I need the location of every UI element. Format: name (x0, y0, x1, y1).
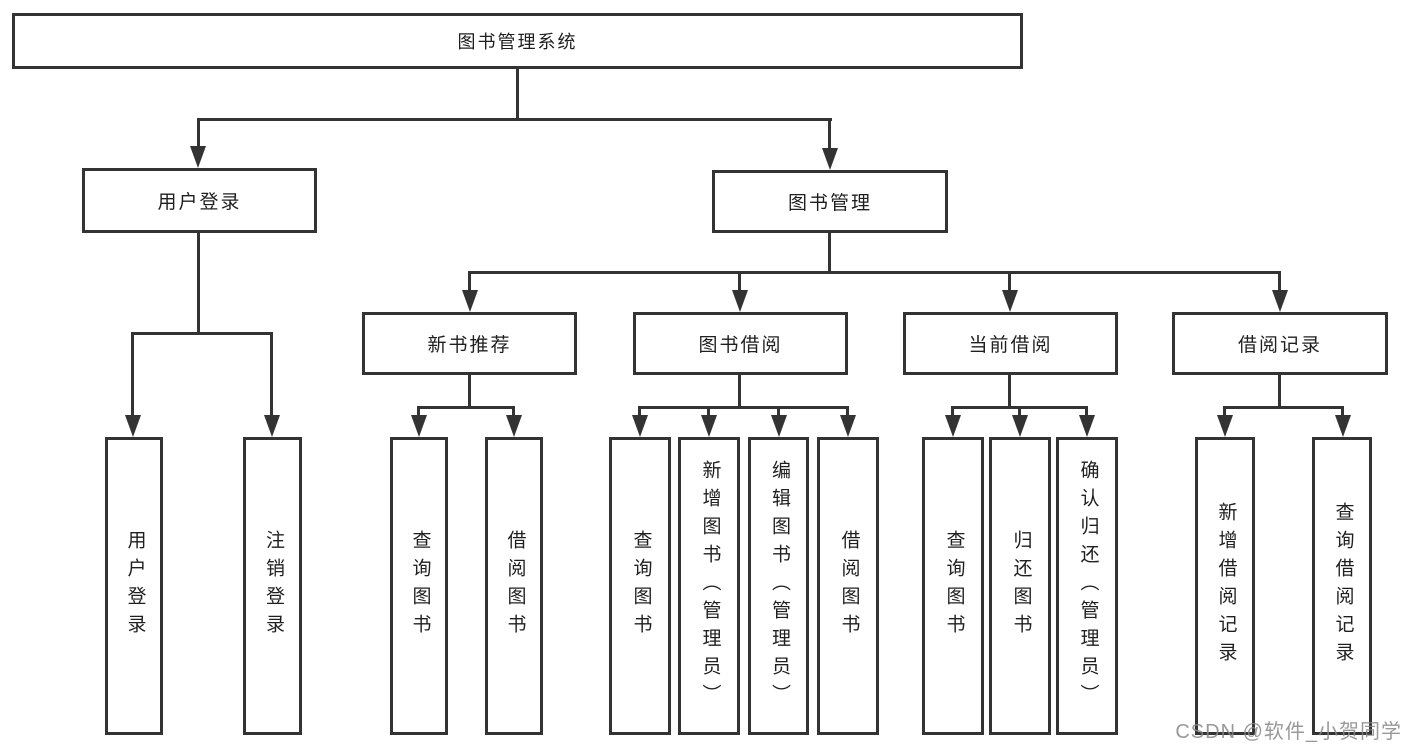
leaf-label: 用户登录 (124, 530, 146, 642)
arrow-down-icon (1217, 415, 1233, 437)
connector-stub (1008, 271, 1011, 295)
connector-stub (638, 406, 641, 420)
leaf-label: 归还图书 (1010, 530, 1032, 642)
leaf-label: 编辑图书（管理员） (768, 460, 790, 712)
leaf-user-login: 用户登录 (105, 437, 163, 735)
node-new-book-recommend: 新书推荐 (362, 312, 577, 375)
node-user-login: 用户登录 (82, 168, 317, 233)
connector-down (1278, 375, 1281, 408)
leaf-borrow-books-borrowing: 借阅图书 (817, 437, 879, 735)
connector-stub (417, 406, 420, 420)
node-library-system: 图书管理系统 (12, 13, 1023, 69)
leaf-label: 新增图书（管理员） (699, 460, 721, 712)
arrow-down-icon (411, 415, 427, 437)
arrow-down-icon (190, 146, 206, 168)
leaf-label: 借阅图书 (838, 530, 860, 642)
arrow-down-icon (1335, 415, 1351, 437)
leaf-label: 新增借阅记录 (1215, 502, 1237, 670)
connector-stub (197, 118, 200, 150)
leaf-label: 确认归还（管理员） (1077, 460, 1099, 712)
connector-down (738, 375, 741, 408)
connector-bookmgmt-down (828, 233, 831, 273)
leaf-edit-books-admin: 编辑图书（管理员） (748, 437, 809, 735)
connector-stub (738, 271, 741, 295)
connector-stub (846, 406, 849, 420)
leaf-confirm-return-admin: 确认归还（管理员） (1056, 437, 1118, 735)
leaf-label: 借阅图书 (504, 530, 526, 642)
arrow-down-icon (264, 415, 280, 437)
leaf-label: 查询借阅记录 (1332, 502, 1354, 670)
leaf-label: 查询图书 (630, 530, 652, 642)
arrow-down-icon (822, 148, 838, 170)
arrow-down-icon (506, 415, 522, 437)
node-book-borrowing: 图书借阅 (633, 312, 848, 375)
connector-userlogin-rail (131, 332, 273, 335)
connector-stub (951, 406, 954, 420)
connector-stub (1018, 406, 1021, 420)
connector-stub (707, 406, 710, 420)
connector-level2-rail (197, 118, 832, 121)
connector-stub (828, 118, 831, 152)
connector-rail (1223, 406, 1344, 409)
connector-down (468, 375, 471, 408)
arrow-down-icon (840, 415, 856, 437)
connector-stub (512, 406, 515, 420)
arrow-down-icon (462, 290, 478, 312)
leaf-label: 查询图书 (943, 530, 965, 642)
connector-stub (777, 406, 780, 420)
leaf-label: 查询图书 (409, 530, 431, 642)
connector-stub (1278, 271, 1281, 295)
arrow-down-icon (1002, 290, 1018, 312)
arrow-down-icon (632, 415, 648, 437)
arrow-down-icon (732, 290, 748, 312)
connector-rail (417, 406, 515, 409)
connector-stub (270, 332, 273, 420)
connector-userlogin-down (197, 232, 200, 334)
connector-stub (131, 332, 134, 420)
node-book-management: 图书管理 (712, 170, 948, 233)
leaf-logout: 注销登录 (243, 437, 302, 735)
arrow-down-icon (1272, 290, 1288, 312)
leaf-query-borrow-record: 查询借阅记录 (1312, 437, 1372, 735)
node-current-borrowing: 当前借阅 (903, 312, 1118, 375)
leaf-borrow-books-recommend: 借阅图书 (485, 437, 543, 735)
csdn-watermark: CSDN @软件_小贺同学 (1175, 721, 1402, 743)
leaf-add-borrow-record: 新增借阅记录 (1195, 437, 1255, 735)
leaf-query-books-borrowing: 查询图书 (609, 437, 671, 735)
arrow-down-icon (1012, 415, 1028, 437)
connector-stub (1223, 406, 1226, 420)
leaf-query-books-recommend: 查询图书 (390, 437, 448, 735)
node-borrowing-records: 借阅记录 (1172, 312, 1388, 375)
leaf-return-books: 归还图书 (989, 437, 1051, 735)
arrow-down-icon (945, 415, 961, 437)
arrow-down-icon (701, 415, 717, 437)
arrow-down-icon (771, 415, 787, 437)
connector-down (1008, 375, 1011, 408)
connector-stub (468, 271, 471, 295)
connector-level3-rail (468, 271, 1281, 274)
arrow-down-icon (1079, 415, 1095, 437)
leaf-label: 注销登录 (262, 530, 284, 642)
connector-stub (1085, 406, 1088, 420)
leaf-query-books-current: 查询图书 (922, 437, 984, 735)
connector-root-down (516, 68, 519, 120)
arrow-down-icon (125, 415, 141, 437)
leaf-add-books-admin: 新增图书（管理员） (678, 437, 740, 735)
connector-rail (638, 406, 849, 409)
connector-stub (1341, 406, 1344, 420)
